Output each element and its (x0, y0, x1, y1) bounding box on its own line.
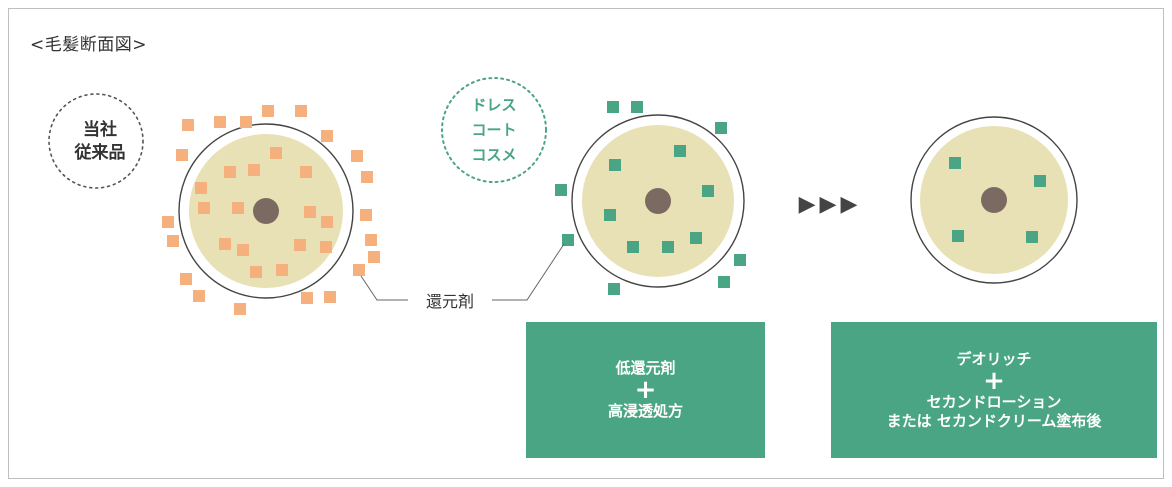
particle-square (627, 241, 639, 253)
particle-square (949, 157, 961, 169)
particle-square (1026, 231, 1038, 243)
particle-square (718, 276, 730, 288)
particle-square (224, 166, 236, 178)
formula-box-line3: または セカンドクリーム塗布後 (886, 411, 1102, 430)
particle-square (182, 119, 194, 131)
particle-square (662, 241, 674, 253)
particle-square (214, 116, 226, 128)
particle-square (195, 182, 207, 194)
plus-sign: + (634, 375, 657, 405)
callout-line-right (492, 243, 565, 301)
green-particles (555, 101, 746, 295)
particle-square (715, 122, 727, 134)
particle-square (321, 130, 333, 142)
formula-box-line1: デオリッチ (956, 349, 1032, 368)
formula-box-line2: セカンドローション (926, 392, 1062, 411)
particle-square (609, 159, 621, 171)
callout-line-left (360, 275, 408, 301)
badge-conventional-line2: 従来品 (74, 142, 126, 163)
badge-conventional: 当社 従来品 (48, 93, 144, 189)
green-particles (949, 157, 1046, 243)
particle-square (353, 264, 365, 276)
particle-square (167, 235, 179, 247)
particle-square (324, 291, 336, 303)
orange-particles (162, 105, 380, 315)
callout-label-reducing-agent: 還元剤 (426, 292, 474, 311)
particle-square (219, 238, 231, 250)
medulla-core (645, 188, 671, 214)
badge-dresscoat-line2: コート (471, 121, 516, 139)
badge-dresscoat: ドレス コート コスメ (441, 77, 547, 183)
particle-square (361, 171, 373, 183)
particle-square (240, 116, 252, 128)
particle-square (276, 264, 288, 276)
particle-square (320, 241, 332, 253)
particle-square (304, 206, 316, 218)
badge-dresscoat-line1: ドレス (471, 96, 516, 114)
particle-square (193, 290, 205, 302)
particle-square (562, 234, 574, 246)
particle-square (250, 266, 262, 278)
medulla-core (981, 187, 1007, 213)
particle-square (1034, 175, 1046, 187)
particle-square (631, 101, 643, 113)
particle-square (360, 209, 372, 221)
particle-square (608, 283, 620, 295)
particle-square (321, 216, 333, 228)
badge-dresscoat-line3: コスメ (471, 146, 516, 164)
particle-square (674, 145, 686, 157)
particle-square (198, 202, 210, 214)
particle-square (690, 232, 702, 244)
particle-square (237, 244, 249, 256)
particle-square (262, 105, 274, 117)
particle-square (365, 234, 377, 246)
particle-square (248, 164, 260, 176)
hair-cross-section-dresscoat (555, 101, 746, 295)
plus-sign: + (983, 365, 1005, 396)
particle-square (604, 209, 616, 221)
particle-square (301, 292, 313, 304)
particle-square (555, 184, 567, 196)
diagram-title: <毛髪断面図> (30, 35, 147, 55)
particle-square (234, 303, 246, 315)
process-arrows: ▶▶▶ (799, 192, 862, 217)
particle-square (734, 254, 746, 266)
formula-box-low-reducer: 低還元剤 + 高浸透処方 (526, 322, 765, 458)
particle-square (351, 150, 363, 162)
diagram-frame (8, 8, 1164, 479)
particle-square (180, 273, 192, 285)
formula-box-line1: 低還元剤 (615, 359, 676, 377)
particle-square (270, 147, 282, 159)
particle-square (952, 230, 964, 242)
badge-conventional-line1: 当社 (83, 119, 117, 140)
medulla-core (253, 198, 279, 224)
particle-square (232, 202, 244, 214)
formula-box-line2: 高浸透処方 (607, 402, 683, 420)
particle-square (607, 101, 619, 113)
particle-square (295, 105, 307, 117)
particle-square (294, 239, 306, 251)
particle-square (368, 251, 380, 263)
particle-square (176, 149, 188, 161)
hair-cross-section-after (910, 116, 1078, 284)
particle-square (162, 216, 174, 228)
hair-cross-section-conventional (162, 105, 380, 315)
particle-square (702, 185, 714, 197)
formula-box-aftercare: デオリッチ + セカンドローション または セカンドクリーム塗布後 (831, 322, 1157, 458)
particle-square (300, 166, 312, 178)
